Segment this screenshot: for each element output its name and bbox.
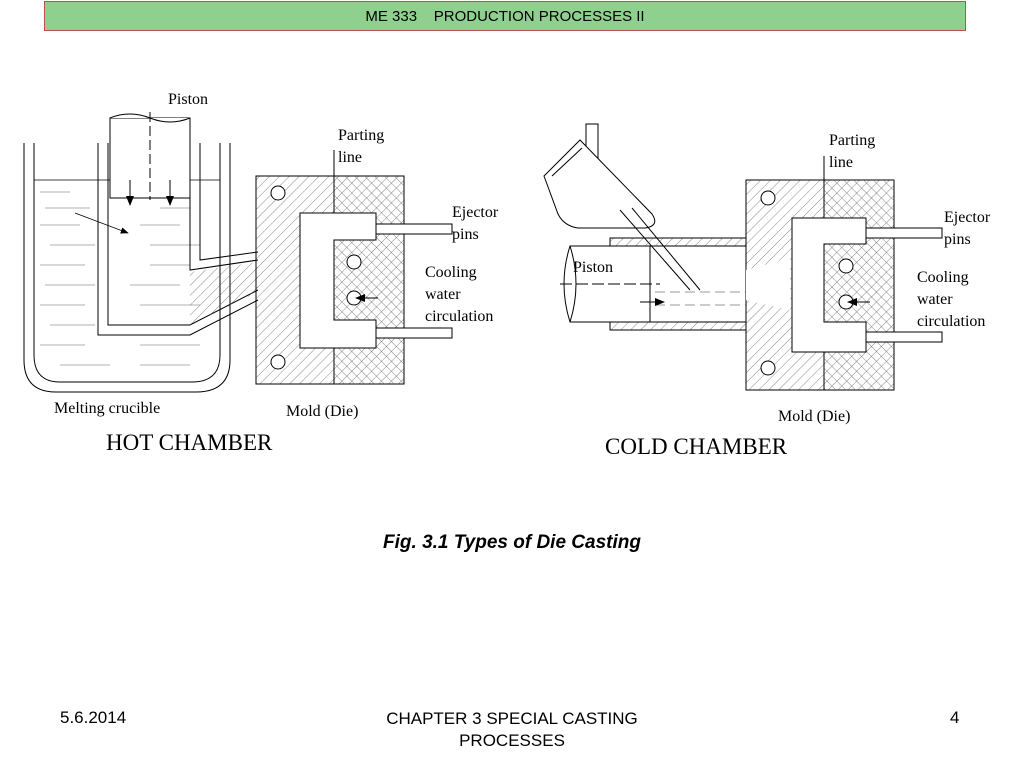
cold-piston-label: Piston [573,259,613,276]
cold-piston [560,245,665,323]
crucible-wall [23,143,231,393]
header-bar: ME 333 PRODUCTION PROCESSES II [44,1,966,31]
hot-chamber-diagram: Piston Parting line Ejector pins Cooling… [23,91,499,455]
die-casting-diagram: Piston Parting line Ejector pins Cooling… [23,91,991,459]
footer-date: 5.6.2014 [60,708,127,727]
hot-cooling-label-2: water [425,286,461,303]
hot-piston-label: Piston [168,91,208,108]
cold-cooling-label-1: Cooling [917,269,969,286]
cold-chamber-title: COLD CHAMBER [605,434,788,459]
hot-ejector-label-1: Ejector [452,204,499,221]
cold-cooling-label-2: water [917,291,953,308]
footer-chapter-line-1: CHAPTER 3 SPECIAL CASTING [386,709,638,728]
cold-chamber-diagram: Piston Parting line Ejector pins Cooling… [543,123,991,459]
cold-mold-die [745,156,943,391]
cold-ejector-label-1: Ejector [944,209,991,226]
cold-cooling-label-3: circulation [917,313,985,330]
hot-cooling-label-1: Cooling [425,264,477,281]
hot-cooling-label-3: circulation [425,308,493,325]
hot-parting-line-label-1: Parting [338,127,384,144]
header-title: ME 333 PRODUCTION PROCESSES II [365,7,645,25]
hot-mold-die [255,150,453,385]
footer-page-number: 4 [950,708,960,727]
hot-parting-line-label-2: line [338,149,362,166]
hot-crucible-label: Melting crucible [54,400,160,417]
hot-ejector-label-2: pins [452,226,479,243]
cold-ejector-label-2: pins [944,231,971,248]
ladle [543,123,701,291]
cold-parting-line-label-2: line [829,154,853,171]
footer-chapter-line-2: PROCESSES [459,731,565,750]
cold-parting-line-label-1: Parting [829,132,875,149]
hot-piston [109,112,191,206]
footer-chapter: CHAPTER 3 SPECIAL CASTING PROCESSES [340,708,684,752]
hot-chamber-title: HOT CHAMBER [106,430,273,455]
cold-mold-label: Mold (Die) [778,408,850,425]
figure-caption: Fig. 3.1 Types of Die Casting [383,532,641,553]
hot-mold-label: Mold (Die) [286,403,358,420]
